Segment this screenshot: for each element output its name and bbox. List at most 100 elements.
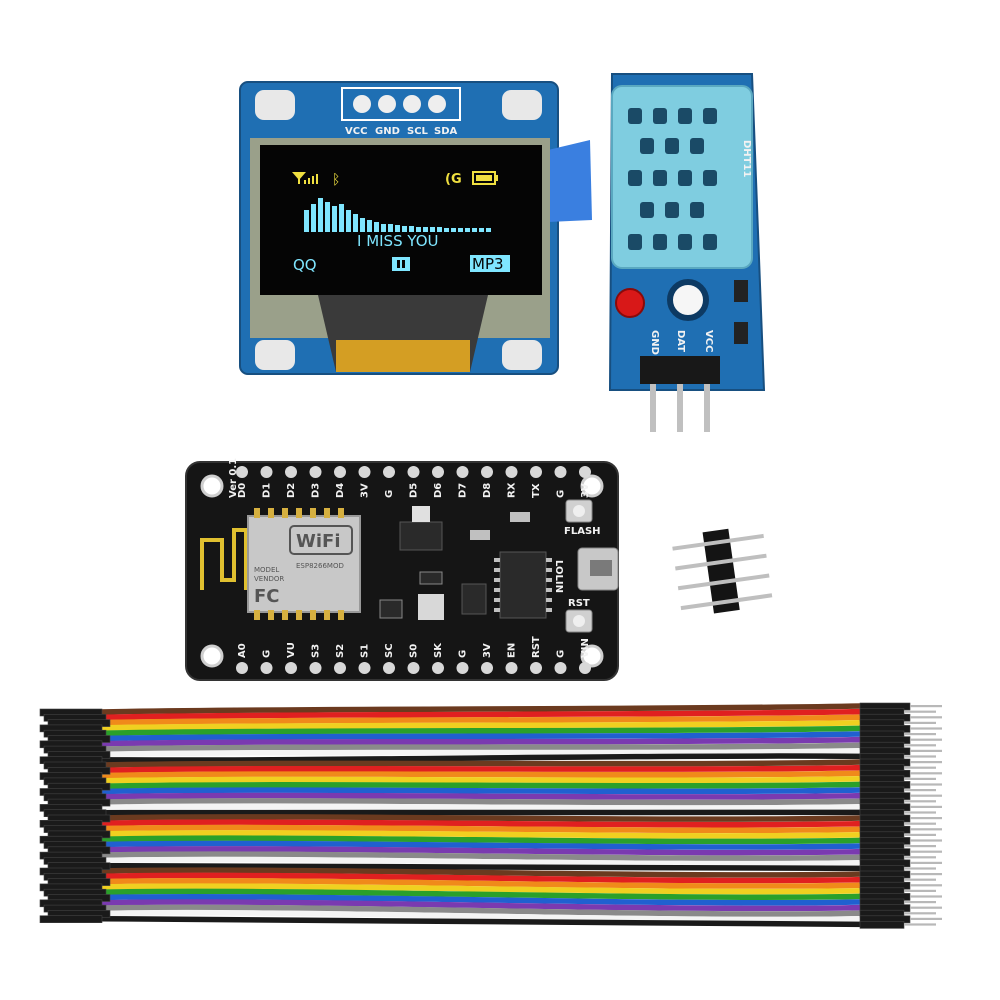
jumper-wire xyxy=(99,899,863,912)
jumper-wire xyxy=(99,787,863,795)
jumper-wire xyxy=(99,809,863,816)
module-chip: ESP8266MOD xyxy=(296,562,344,570)
pin-label: 3V xyxy=(360,483,371,498)
male-pin xyxy=(910,716,942,719)
jumper-wire xyxy=(99,748,863,758)
male-pin xyxy=(910,906,942,909)
jumper-wire xyxy=(99,770,863,779)
jumper-wire xyxy=(99,846,863,856)
jumper-wire xyxy=(99,814,863,822)
jumper-wire xyxy=(99,759,863,768)
pin-label: SC xyxy=(384,643,395,658)
male-pin xyxy=(910,884,942,887)
pin-hole xyxy=(334,662,346,674)
header-pins xyxy=(650,384,710,432)
module-vendor: VENDOR xyxy=(254,575,284,583)
male-pin xyxy=(904,744,936,747)
jumper-wire xyxy=(99,904,863,917)
pin-hole xyxy=(481,662,493,674)
jumper-wire xyxy=(99,840,863,850)
jumper-wire xyxy=(99,731,863,742)
jumper-wire xyxy=(99,893,863,906)
male-pin xyxy=(910,917,942,920)
male-pin xyxy=(910,761,942,764)
pin-hole xyxy=(554,466,567,478)
male-pin xyxy=(904,733,936,736)
male-pin xyxy=(904,901,936,904)
pin-label: S0 xyxy=(409,644,420,658)
oled-pin-label: SDA xyxy=(434,126,458,137)
male-pin xyxy=(904,710,936,713)
voltage-regulator xyxy=(399,521,443,551)
pin-hole xyxy=(432,662,444,674)
jumper-wire xyxy=(99,703,863,715)
jumper-wire xyxy=(99,708,863,721)
pin-hole xyxy=(383,466,395,478)
jumper-wire xyxy=(99,835,863,845)
pin-hole xyxy=(260,466,273,478)
male-pin xyxy=(910,839,942,842)
jumper-wire xyxy=(99,851,863,861)
pin-header xyxy=(640,356,720,384)
female-connector xyxy=(39,915,103,924)
jumper-wire xyxy=(99,725,863,736)
pin-label: VIN xyxy=(580,638,591,658)
dht-pin-label: GND xyxy=(649,330,660,355)
jumper-wire xyxy=(99,856,863,867)
gps-icon: (G xyxy=(445,172,462,187)
pin-label: A0 xyxy=(237,643,248,658)
pin-label: S2 xyxy=(335,644,346,658)
male-pin xyxy=(910,783,942,786)
pin-label: D2 xyxy=(286,483,297,498)
jumper-wire xyxy=(99,883,863,895)
male-pin xyxy=(904,878,936,881)
pin-label: G xyxy=(556,650,567,658)
battery-icon xyxy=(472,171,498,185)
pin-label: D1 xyxy=(262,483,273,498)
pin-label: S3 xyxy=(311,644,322,658)
pin-hole xyxy=(456,466,469,478)
pin-hole xyxy=(505,662,518,674)
pin-label: G xyxy=(458,650,469,658)
pin-hole xyxy=(236,466,248,478)
jumper-wire xyxy=(99,862,863,872)
pin-hole xyxy=(407,466,420,478)
usb-serial-chip xyxy=(499,551,547,619)
male-pin xyxy=(904,912,936,915)
jumper-wire xyxy=(99,888,863,900)
jumper-wire xyxy=(99,776,863,784)
jumper-wire xyxy=(99,798,863,806)
sensor-grille xyxy=(628,108,717,250)
male-pin xyxy=(910,861,942,864)
wifi-logo: WiFi xyxy=(296,531,341,552)
male-pin xyxy=(904,777,936,780)
jumper-wire xyxy=(99,753,863,763)
male-pin xyxy=(910,738,942,741)
pin-label: D7 xyxy=(458,483,469,498)
male-pin xyxy=(910,805,942,808)
male-pin xyxy=(904,833,936,836)
jumper-wire-bundle xyxy=(99,703,863,928)
male-pin xyxy=(904,889,936,892)
pin-label: D0 xyxy=(237,483,248,498)
oled-pin-label: SCL xyxy=(407,126,429,137)
pin-hole xyxy=(383,662,395,674)
pin-label: D3 xyxy=(311,483,322,498)
pin-label: S1 xyxy=(360,644,371,658)
male-pin xyxy=(904,755,936,758)
male-pin xyxy=(904,766,936,769)
oled-left-label: QQ xyxy=(293,256,317,274)
board-label: LOLIN xyxy=(553,560,564,593)
pin-label: RST xyxy=(531,636,542,658)
jumper-wire xyxy=(99,803,863,811)
led-indicator xyxy=(615,288,645,318)
fc-logo: FC xyxy=(254,586,280,607)
sensor-label: DHT11 xyxy=(741,140,752,177)
mounting-holes xyxy=(255,90,542,370)
pin-hole xyxy=(579,662,591,674)
jumper-wire xyxy=(99,830,863,839)
pin-label: D5 xyxy=(409,483,420,498)
pin-label: D6 xyxy=(433,483,444,498)
